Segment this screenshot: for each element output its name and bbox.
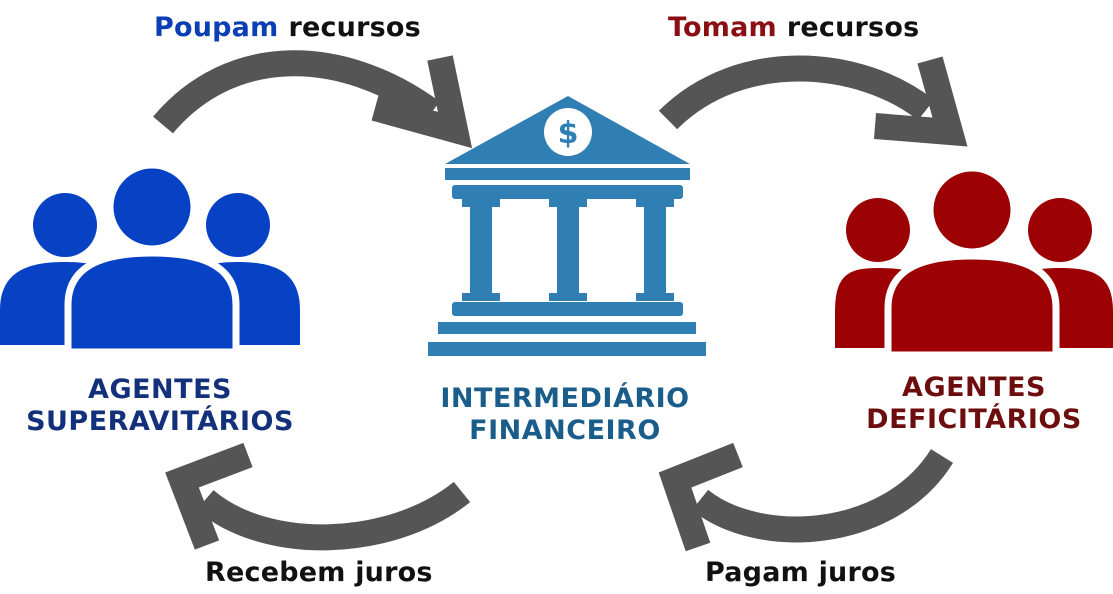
label-intermediario: INTERMEDIÁRIO FINANCEIRO [405,383,725,447]
label-line1: INTERMEDIÁRIO [440,383,690,414]
label-line1: AGENTES [902,372,1046,403]
person-front [884,164,1060,359]
caption-pay-interest: Pagam juros [705,557,896,588]
dollar-symbol: $ [558,116,579,151]
caption-savers-save: Poupam recursos [154,12,421,43]
arrow-savers-to-bank [153,50,473,149]
caption-borrowers-take: Tomam recursos [668,12,919,43]
label-line1: AGENTES [88,374,232,405]
arrow-bank-to-borrowers [658,55,968,147]
caption-rest: recursos [786,12,920,43]
arrow-borrowers-to-bank-interest [658,442,954,552]
coin-icon [544,108,592,156]
person-front [64,161,240,356]
caption-rest: recursos [288,12,421,43]
superavitarios-people-icon [0,161,300,356]
caption-keyword: Poupam [154,12,279,43]
label-line2: FINANCEIRO [469,415,661,446]
label-line2: DEFICITÁRIOS [866,404,1082,435]
deficitarios-people-icon [835,164,1113,359]
bank-icon: $ [428,96,706,356]
caption-keyword: Tomam [668,12,777,43]
caption-receive-interest: Recebem juros [205,557,433,588]
arrow-bank-to-savers-interest [165,442,471,551]
label-line2: SUPERAVITÁRIOS [26,406,294,437]
label-superavitarios: AGENTES SUPERAVITÁRIOS [0,374,320,438]
label-deficitarios: AGENTES DEFICITÁRIOS [835,372,1113,436]
